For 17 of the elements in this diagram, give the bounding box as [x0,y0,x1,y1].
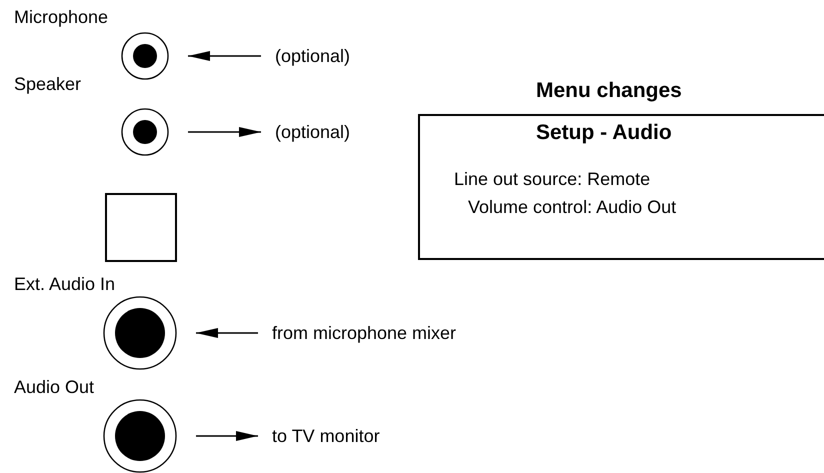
menu-title: Setup - Audio [536,120,672,146]
arrow [196,431,258,441]
menu-setting: Volume control: Audio Out [468,196,676,218]
note-text: from microphone mixer [272,322,456,344]
jack-label: Speaker [14,73,82,95]
note-text: to TV monitor [272,425,380,447]
arrow [188,51,261,61]
jack-label: Audio Out [14,376,94,398]
jack-label: Microphone [14,6,108,28]
arrow [188,127,261,137]
note-text: (optional) [275,45,350,67]
menu-heading: Menu changes [536,78,682,104]
note-text: (optional) [275,121,350,143]
menu-setting: Line out source: Remote [454,168,650,190]
jack-label: Ext. Audio In [14,273,116,295]
arrow [196,328,258,338]
square-port [105,193,177,262]
